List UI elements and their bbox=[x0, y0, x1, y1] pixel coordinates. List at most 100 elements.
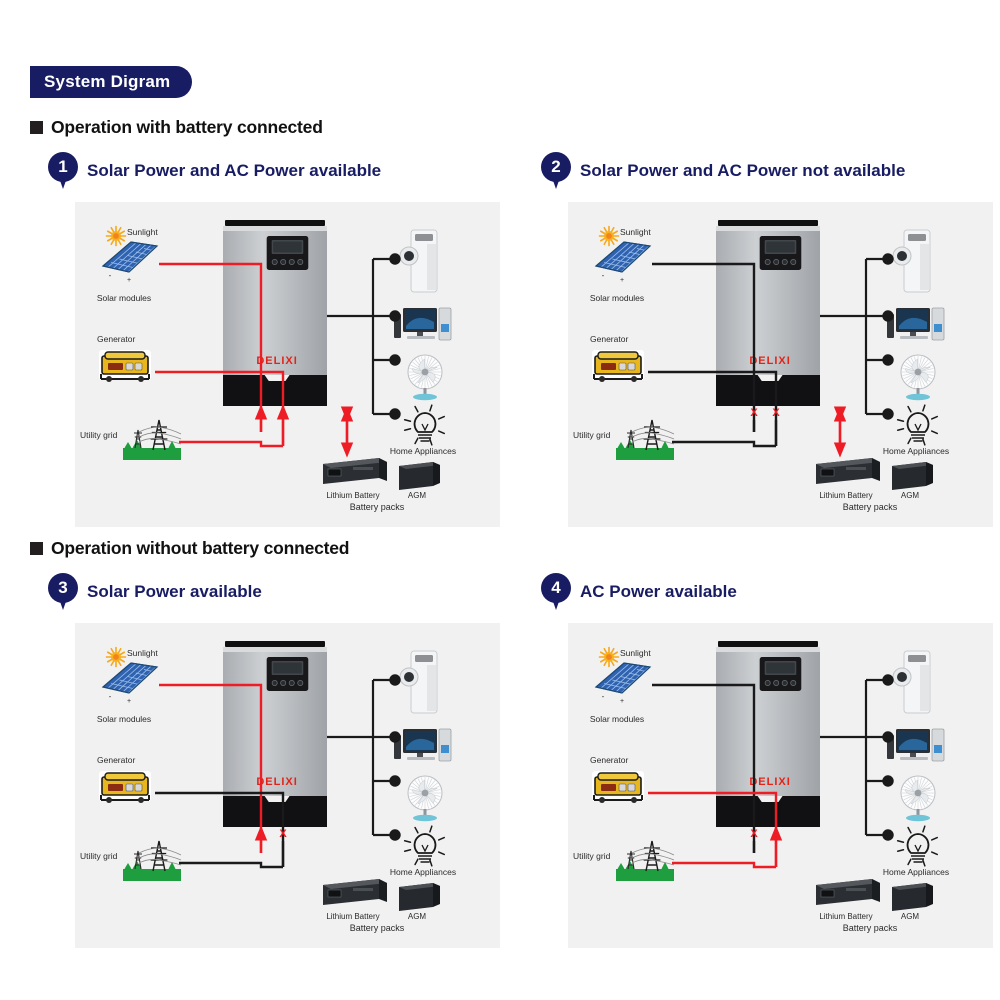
sun-icon bbox=[598, 646, 620, 668]
svg-text:-: - bbox=[602, 692, 605, 701]
grid-input-wire bbox=[672, 861, 776, 869]
utility-grid-icon bbox=[616, 840, 675, 881]
computer-icon bbox=[887, 728, 945, 762]
generator-label: Generator bbox=[97, 334, 135, 344]
output-wiring bbox=[820, 253, 894, 420]
light-bulb-icon bbox=[403, 825, 445, 867]
solar-input-wire bbox=[652, 262, 756, 432]
svg-text:+: + bbox=[127, 698, 131, 705]
home-appliances: Home Appliances bbox=[390, 650, 456, 877]
home-appliances-label: Home Appliances bbox=[390, 867, 456, 877]
svg-text:+: + bbox=[620, 698, 624, 705]
output-wiring bbox=[327, 253, 401, 420]
brand-logo: DELIXI bbox=[749, 355, 790, 367]
solar-input-wire bbox=[652, 683, 756, 853]
pin-number: 1 bbox=[58, 157, 68, 176]
solar-modules-label: Solar modules bbox=[590, 714, 644, 724]
utility-grid-label: Utility grid bbox=[573, 430, 611, 440]
panel-2-heading: 2 Solar Power and AC Power not available bbox=[541, 152, 905, 190]
light-bulb-icon bbox=[896, 404, 938, 446]
page-title: System Digram bbox=[44, 72, 171, 91]
home-appliances: Home Appliances bbox=[883, 650, 949, 877]
fan-icon bbox=[900, 354, 936, 401]
battery-packs-label: Battery packs bbox=[843, 923, 898, 933]
section-heading-with-battery-label: Operation with battery connected bbox=[51, 117, 323, 137]
input-wiring bbox=[155, 262, 290, 448]
solar-panel-icon: -+ bbox=[594, 241, 652, 284]
light-bulb-icon bbox=[403, 404, 445, 446]
fan-icon bbox=[407, 354, 443, 401]
battery-packs-label: Battery packs bbox=[843, 502, 898, 512]
solar-panel-icon: -+ bbox=[101, 662, 159, 705]
sun-icon bbox=[105, 225, 127, 247]
panel-4-title: AC Power available bbox=[580, 582, 737, 601]
panel-diagram: Sunlight -+ Solar modulesGeneratorUtility … bbox=[80, 220, 456, 512]
agm-label: AGM bbox=[408, 912, 427, 921]
computer-icon bbox=[394, 307, 452, 341]
solar-panel-icon: -+ bbox=[101, 241, 159, 284]
svg-text:-: - bbox=[109, 271, 112, 280]
utility-grid-label: Utility grid bbox=[80, 430, 118, 440]
inverter-unit: DELIXI bbox=[716, 641, 820, 827]
grid-input-wire bbox=[672, 440, 776, 448]
air-conditioner-icon bbox=[399, 229, 438, 293]
pin-number: 3 bbox=[58, 578, 68, 597]
lithium-battery-label: Lithium Battery bbox=[819, 912, 872, 921]
solar-blocked-cross-icon: X bbox=[750, 407, 758, 419]
battery-packs-label: Battery packs bbox=[350, 502, 405, 512]
fan-icon bbox=[900, 775, 936, 822]
section-heading-without-battery: Operation without battery connected bbox=[30, 538, 350, 559]
pin-number: 4 bbox=[551, 578, 561, 597]
generator-icon bbox=[99, 350, 151, 382]
home-appliances: Home Appliances bbox=[390, 229, 456, 456]
panel-1-heading: 1 Solar Power and AC Power available bbox=[48, 152, 381, 190]
air-conditioner-icon bbox=[399, 650, 438, 714]
generator-label: Generator bbox=[590, 334, 628, 344]
computer-icon bbox=[394, 728, 452, 762]
bullet-square-icon bbox=[30, 542, 43, 555]
output-wiring bbox=[820, 674, 894, 841]
sunlight-label: Sunlight bbox=[127, 227, 158, 237]
ac-blocked-cross-icon: X bbox=[279, 828, 287, 840]
generator-label: Generator bbox=[97, 755, 135, 765]
agm-label: AGM bbox=[901, 491, 920, 500]
solar-modules-label: Solar modules bbox=[97, 714, 151, 724]
agm-label: AGM bbox=[408, 491, 427, 500]
bullet-square-icon bbox=[30, 121, 43, 134]
input-wiring: X bbox=[648, 683, 783, 869]
section-heading-with-battery: Operation with battery connected bbox=[30, 117, 323, 138]
svg-text:-: - bbox=[109, 692, 112, 701]
pin-marker-icon: 4 bbox=[541, 573, 571, 611]
output-wiring bbox=[327, 674, 401, 841]
panel-1-title: Solar Power and AC Power available bbox=[87, 161, 382, 180]
generator-icon bbox=[592, 771, 644, 803]
battery-packs-label: Battery packs bbox=[350, 923, 405, 933]
inverter-unit: DELIXI bbox=[716, 220, 820, 406]
brand-logo: DELIXI bbox=[749, 776, 790, 788]
svg-text:-: - bbox=[602, 271, 605, 280]
pin-marker-icon: 2 bbox=[541, 152, 571, 190]
panel-2-title: Solar Power and AC Power not available bbox=[580, 161, 906, 180]
section-heading-without-battery-label: Operation without battery connected bbox=[51, 538, 350, 558]
ac-blocked-cross-icon: X bbox=[772, 407, 780, 419]
panel-3-heading: 3 Solar Power available bbox=[48, 573, 262, 611]
solar-panel-icon: -+ bbox=[594, 662, 652, 705]
generator-icon bbox=[99, 771, 151, 803]
sunlight-label: Sunlight bbox=[620, 227, 651, 237]
sunlight-label: Sunlight bbox=[127, 648, 158, 658]
pin-marker-icon: 1 bbox=[48, 152, 78, 190]
pin-number: 2 bbox=[551, 157, 561, 176]
panel-4-heading: 4 AC Power available bbox=[541, 573, 737, 611]
brand-logo: DELIXI bbox=[256, 355, 297, 367]
home-appliances-label: Home Appliances bbox=[883, 867, 949, 877]
solar-modules-label: Solar modules bbox=[97, 293, 151, 303]
generator-icon bbox=[592, 350, 644, 382]
utility-grid-icon bbox=[616, 419, 675, 460]
solar-modules-label: Solar modules bbox=[590, 293, 644, 303]
